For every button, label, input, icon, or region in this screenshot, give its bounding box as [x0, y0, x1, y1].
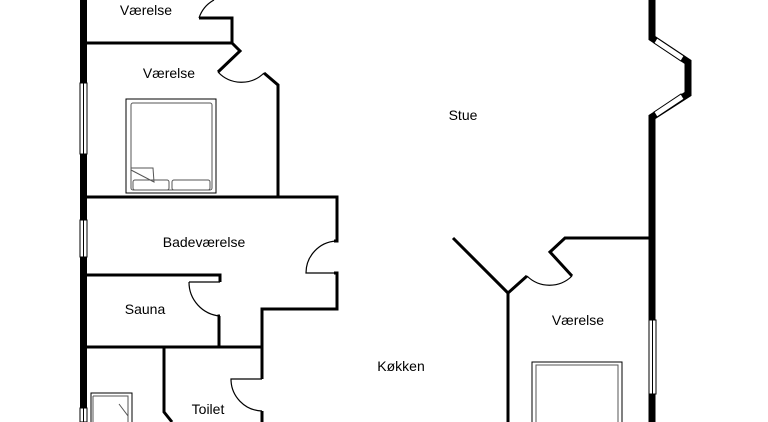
room-label-stue: Stue: [448, 107, 478, 123]
wall: [547, 236, 650, 278]
window: [653, 37, 685, 62]
door-swing: [188, 281, 221, 317]
room-label-vaerelse-left: Værelse: [142, 65, 196, 81]
door-swing: [526, 275, 573, 286]
exterior-wall-right: [648, 0, 692, 422]
double-bed: [125, 98, 217, 194]
wall: [87, 16, 234, 45]
room-label-toilet: Toilet: [191, 401, 225, 417]
door-swing: [217, 71, 265, 83]
bed: [531, 361, 623, 422]
door-swing: [230, 378, 263, 412]
door-swing: [198, 0, 215, 19]
door-swing: [305, 240, 337, 274]
window: [653, 93, 685, 118]
room-label-vaerelse-right: Værelse: [551, 312, 605, 328]
wall: [260, 271, 339, 379]
room-label-koekken: Køkken: [377, 358, 425, 374]
wall: [451, 236, 529, 296]
wall: [263, 71, 280, 196]
wall: [216, 41, 243, 74]
washbasin: [90, 392, 133, 422]
room-label-vaerelse-top: Værelse: [119, 2, 173, 18]
wall: [87, 273, 222, 282]
wall: [217, 314, 221, 347]
wall: [162, 347, 174, 422]
room-label-sauna: Sauna: [124, 301, 166, 317]
room-label-badevaerelse: Badeværelse: [162, 234, 246, 250]
